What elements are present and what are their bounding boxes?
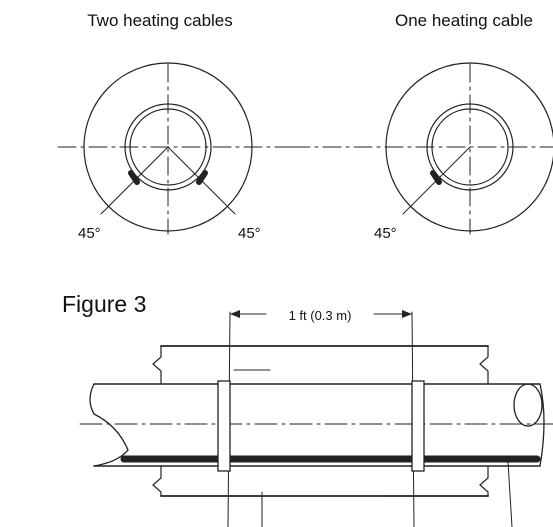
pipe-end-edge [539, 383, 545, 467]
right-insulation-outer-circle [385, 62, 553, 232]
pipe-open-end [513, 383, 543, 427]
figure-label: Figure 3 [62, 291, 146, 317]
right-heating-cable [430, 170, 442, 185]
right-angle-line [402, 146, 471, 215]
right-title: One heating cable [395, 11, 533, 30]
left-insulation-outer-circle [83, 62, 253, 232]
strap-2 [411, 380, 425, 472]
spacing-dimension-label: 1 ft (0.3 m) [289, 308, 352, 323]
strap-1 [217, 380, 231, 472]
left-title: Two heating cables [87, 11, 233, 30]
leader-line-cable [507, 461, 513, 527]
insulation-break-bottom-right [479, 465, 489, 497]
left-pipe-outer-circle [124, 103, 212, 191]
left-angle-line-2 [167, 146, 236, 215]
left-heating-cable-1 [128, 170, 140, 185]
pipe-broken-end [89, 383, 129, 467]
left-heating-cable-2 [196, 170, 208, 185]
dimension-arrow-left [230, 310, 240, 318]
left-angle-line-1 [100, 146, 169, 215]
left-angle-label-2: 45° [238, 225, 261, 242]
cross-section-two-cables [57, 62, 299, 235]
insulation-break-top-left [152, 345, 162, 384]
dimension-arrow-right [402, 310, 412, 318]
right-pipe-inner-circle [431, 108, 509, 186]
cross-section-one-cable [291, 62, 553, 235]
left-pipe-inner-circle [129, 108, 207, 186]
insulation-break-top-right [479, 345, 489, 384]
left-angle-label-1: 45° [78, 225, 101, 242]
pipe-side-view [79, 310, 553, 527]
right-angle-label: 45° [374, 225, 397, 242]
insulation-break-bottom-left [152, 465, 162, 497]
right-pipe-outer-circle [426, 103, 514, 191]
